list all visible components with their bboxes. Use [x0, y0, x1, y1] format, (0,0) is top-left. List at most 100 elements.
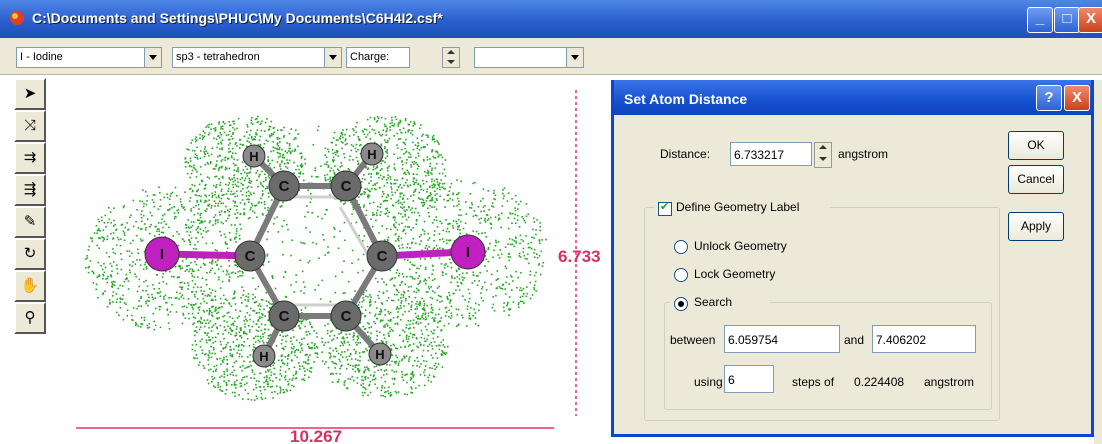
hydrogen-atom[interactable] [252, 344, 276, 368]
rotate-tool-icon: ⤨ [23, 117, 36, 134]
lock-geometry-radio[interactable] [674, 268, 688, 282]
steps-of-label: steps of [792, 375, 835, 389]
and-label: and [844, 333, 865, 347]
dialog-title: Set Atom Distance [624, 91, 748, 107]
carbon-atom-label: C [341, 178, 352, 195]
height-dimension-label: 6.733 [558, 247, 601, 266]
extra-dropdown-icon[interactable] [566, 48, 583, 67]
ok-button[interactable]: OK [1008, 131, 1064, 160]
carbon-atom-label: C [377, 248, 388, 265]
charge-up-icon[interactable] [443, 48, 459, 58]
unlock-geometry-radio[interactable] [674, 240, 688, 254]
close-button[interactable]: X [1078, 7, 1102, 33]
iodine-atom-label: I [160, 246, 164, 263]
tool-button-atom[interactable]: ⇶ [14, 174, 46, 206]
lock-geometry-label: Lock Geometry [694, 267, 776, 281]
unlock-geometry-label: Unlock Geometry [694, 239, 787, 253]
maximize-button[interactable]: □ [1054, 7, 1080, 33]
carbon-atom-label: C [341, 308, 352, 325]
extra-select[interactable] [474, 47, 584, 68]
carbon-atom-label: C [279, 308, 290, 325]
carbon-atom[interactable] [366, 240, 398, 272]
charge-spinner[interactable] [442, 47, 460, 68]
iodine-bonds [162, 248, 468, 260]
dialog-close-button[interactable]: X [1064, 85, 1090, 111]
app-icon [10, 11, 24, 25]
draw-tool-icon: ✎ [23, 213, 37, 230]
define-geometry-checkbox[interactable] [658, 200, 672, 216]
geometry-select[interactable]: sp3 - tetrahedron [172, 47, 342, 68]
carbon-atom-label: C [279, 178, 290, 195]
carbon-atom[interactable] [330, 170, 362, 202]
geometry-group-header: Define Geometry Label [654, 199, 830, 217]
canvas-scrollbar[interactable] [1094, 80, 1102, 444]
between-label: between [670, 333, 716, 347]
iodine-atom[interactable] [144, 236, 180, 272]
step-unit: angstrom [924, 375, 975, 389]
tool-button-draw[interactable]: ✎ [14, 206, 46, 238]
carbon-atom[interactable] [234, 240, 266, 272]
atom-tool-icon: ⇶ [23, 181, 37, 198]
width-dimension-label: 10.267 [290, 427, 342, 444]
tool-button-rotate[interactable]: ⤨ [14, 110, 46, 142]
dimension-lines [76, 90, 577, 429]
hydrogen-atom[interactable] [360, 142, 384, 166]
tool-button-bond[interactable]: ⇉ [14, 142, 46, 174]
distance-input[interactable]: 6.733217 [730, 142, 812, 166]
hydrogen-atom-label: H [367, 147, 376, 162]
charge-field[interactable]: Charge: [346, 47, 410, 68]
between-input[interactable]: 6.059754 [724, 325, 840, 353]
element-select[interactable]: I - Iodine [16, 47, 162, 68]
distance-unit: angstrom [838, 147, 889, 161]
bond-tool-icon: ⇉ [23, 149, 37, 166]
and-input[interactable]: 7.406202 [872, 325, 976, 353]
molecule-canvas[interactable]: 10.267 6.733 C C C C C C H H H H I I [54, 76, 614, 444]
atoms: C C C C C C H H H H I I [144, 142, 486, 368]
help-button[interactable]: ? [1036, 85, 1062, 111]
carbon-atom[interactable] [268, 170, 300, 202]
tool-button-orbit[interactable]: ↻ [14, 238, 46, 270]
distance-label: Distance: [660, 147, 711, 161]
distance-up-icon[interactable] [815, 143, 831, 155]
steps-input[interactable]: 6 [724, 365, 774, 393]
tool-button-hand[interactable]: ✋ [14, 270, 46, 302]
window-title: C:\Documents and Settings\PHUC\My Docume… [32, 10, 443, 26]
search-group-header: Search [670, 294, 770, 312]
geometry-select-value: sp3 - tetrahedron [176, 51, 260, 63]
orbit-tool-icon: ↻ [23, 245, 37, 262]
window-titlebar: C:\Documents and Settings\PHUC\My Docume… [0, 0, 1102, 38]
iodine-atom[interactable] [450, 234, 486, 270]
carbon-atom[interactable] [330, 300, 362, 332]
distance-down-icon[interactable] [815, 155, 831, 167]
hydrogen-atom-label: H [249, 149, 258, 164]
apply-button[interactable]: Apply [1008, 212, 1064, 241]
search-radio[interactable] [674, 297, 688, 311]
charge-down-icon[interactable] [443, 58, 459, 68]
tool-button-select[interactable]: ➤ [14, 78, 46, 110]
iodine-atom-label: I [466, 244, 470, 261]
hydrogen-atom-label: H [259, 349, 268, 364]
search-label: Search [694, 295, 733, 309]
define-geometry-label: Define Geometry Label [676, 200, 800, 214]
using-label: using [694, 375, 723, 389]
hand-tool-icon: ✋ [20, 277, 40, 294]
hydrogen-atom-label: H [375, 347, 384, 362]
charge-label: Charge: [350, 51, 390, 63]
hydrogen-atom[interactable] [368, 342, 392, 366]
step-size-value: 0.224408 [854, 375, 905, 389]
carbon-atom-label: C [245, 248, 256, 265]
cancel-button[interactable]: Cancel [1008, 165, 1064, 194]
element-dropdown-icon[interactable] [144, 48, 161, 67]
dialog-titlebar: Set Atom Distance ? X [614, 80, 1091, 115]
toolbar: I - Iodine sp3 - tetrahedron Charge: [0, 38, 1102, 75]
minimize-button[interactable]: _ [1027, 7, 1053, 33]
double-bonds [292, 195, 372, 307]
set-atom-distance-dialog: Set Atom Distance ? X Distance: 6.733217… [611, 80, 1094, 437]
distance-spinner[interactable] [814, 142, 832, 168]
select-tool-icon: ➤ [23, 85, 37, 102]
geometry-dropdown-icon[interactable] [324, 48, 341, 67]
hydrogen-atom[interactable] [242, 144, 266, 168]
search-group [664, 302, 992, 410]
carbon-atom[interactable] [268, 300, 300, 332]
tool-button-zoom[interactable]: ⚲ [14, 302, 46, 334]
